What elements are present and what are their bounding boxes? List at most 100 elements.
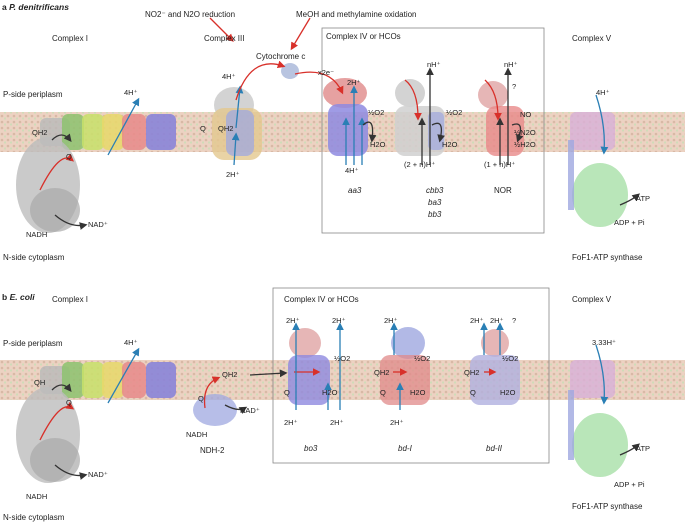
nor-name: NOR bbox=[494, 186, 512, 195]
cv-a-atp: ATP bbox=[636, 194, 651, 203]
nor-h2o: ½H2O bbox=[514, 140, 536, 149]
ci-b-nadh: NADH bbox=[26, 492, 48, 501]
cbb3-h2o: H2O bbox=[442, 140, 458, 149]
p-side-b-label: P-side periplasm bbox=[3, 339, 63, 348]
meoh-oxidation-note: MeOH and methylamine oxidation bbox=[296, 10, 417, 19]
n-side-a-label: N-side cytoplasm bbox=[3, 253, 65, 262]
complex-iv-b-label: Complex IV or HCOs bbox=[284, 295, 359, 304]
bdii-o2: ½O2 bbox=[502, 354, 519, 363]
bdi-h2o: H2O bbox=[410, 388, 426, 397]
bdii-qh2: QH2 bbox=[464, 368, 480, 377]
n-side-b-label: N-side cytoplasm bbox=[3, 513, 65, 522]
ndh-qh2: QH2 bbox=[222, 370, 238, 379]
cbb3-name: cbb3 bbox=[426, 186, 444, 195]
bdi-name: bd-I bbox=[398, 444, 412, 453]
aa3-name: aa3 bbox=[348, 186, 362, 195]
bdii-name: bd-II bbox=[486, 444, 503, 453]
ci-b-q: Q bbox=[66, 398, 72, 407]
bo3-q: Q bbox=[284, 388, 290, 397]
aa3-h2o: H2O bbox=[370, 140, 386, 149]
bdi-2h-bot: 2H⁺ bbox=[390, 418, 404, 427]
complex-iv-a-label: Complex IV or HCOs bbox=[326, 32, 401, 41]
bo3-2h-a: 2H⁺ bbox=[286, 316, 300, 325]
ndh-q: Q bbox=[198, 394, 204, 403]
panel-b-letter: b bbox=[2, 292, 8, 302]
bdii-question: ? bbox=[512, 316, 517, 325]
bdii-2h-a: 2H⁺ bbox=[470, 316, 484, 325]
cbb3-nh: nH⁺ bbox=[427, 60, 441, 69]
cv-a-adp: ADP + Pi bbox=[614, 218, 645, 227]
aa3-2h: 2H⁺ bbox=[347, 78, 361, 87]
bo3-h2o: H2O bbox=[322, 388, 338, 397]
complex-v-b-label: Complex V bbox=[572, 295, 612, 304]
complex-i-b-protein bbox=[16, 362, 176, 483]
ci-b-4h: 4H⁺ bbox=[124, 338, 138, 347]
p-side-a-label: P-side periplasm bbox=[3, 90, 63, 99]
bd-ii-protein bbox=[470, 329, 520, 405]
ciii-a-2h: 2H⁺ bbox=[226, 170, 240, 179]
cbb3-protein bbox=[395, 79, 445, 156]
ciii-a-qh2: QH2 bbox=[218, 124, 234, 133]
cbb3-n: (2 + n)H⁺ bbox=[404, 160, 436, 169]
bb3-name: bb3 bbox=[428, 210, 442, 219]
nor-n: (1 + n)H⁺ bbox=[484, 160, 516, 169]
ndh-nad: NAD⁺ bbox=[240, 406, 260, 415]
ci-b-nad: NAD⁺ bbox=[88, 470, 108, 479]
complex-v-a-label: Complex V bbox=[572, 34, 612, 43]
complex-iii-a-protein bbox=[212, 87, 262, 160]
nitrite-reduction-note: NO2⁻ and N2O reduction bbox=[145, 10, 236, 19]
ndh-name: NDH-2 bbox=[200, 446, 225, 455]
cv-b-atp: ATP bbox=[636, 444, 651, 453]
cbb3-o2: ½O2 bbox=[446, 108, 463, 117]
bdii-q: Q bbox=[470, 388, 476, 397]
ndh-nadh: NADH bbox=[186, 430, 208, 439]
ci-a-qh2: QH2 bbox=[32, 128, 48, 137]
bdi-o2: ½O2 bbox=[414, 354, 431, 363]
panel-a-letter: a bbox=[2, 2, 7, 12]
aa3-4h: 4H⁺ bbox=[345, 166, 359, 175]
ci-a-nad: NAD⁺ bbox=[88, 220, 108, 229]
bdii-2h-b: 2H⁺ bbox=[490, 316, 504, 325]
cv-b-name: FoF1-ATP synthase bbox=[572, 502, 643, 511]
cytochrome-c-a-protein bbox=[281, 63, 299, 79]
bo3-protein bbox=[288, 328, 330, 405]
complex-iv-box-b bbox=[272, 287, 550, 464]
cv-a-4h: 4H⁺ bbox=[596, 88, 610, 97]
complex-iii-a-label: Complex III bbox=[204, 34, 245, 43]
nor-question: ? bbox=[512, 82, 517, 91]
cv-b-h: 3.33H⁺ bbox=[592, 338, 616, 347]
ci-a-nadh: NADH bbox=[26, 230, 48, 239]
aa3-protein bbox=[323, 78, 368, 156]
nor-no: NO bbox=[520, 110, 532, 119]
cv-b-adp: ADP + Pi bbox=[614, 480, 645, 489]
bd-i-protein bbox=[380, 327, 430, 405]
ci-b-qh: QH bbox=[34, 378, 46, 387]
bdi-2h-top: 2H⁺ bbox=[384, 316, 398, 325]
ba3-name: ba3 bbox=[428, 198, 442, 207]
bo3-2h-c: 2H⁺ bbox=[284, 418, 298, 427]
bo3-2h-d: 2H⁺ bbox=[330, 418, 344, 427]
bo3-name: bo3 bbox=[304, 444, 318, 453]
x2e-label: x2e⁻ bbox=[318, 68, 335, 77]
aa3-o2: ½O2 bbox=[368, 108, 385, 117]
bo3-o2: ½O2 bbox=[334, 354, 351, 363]
complex-i-a-protein bbox=[16, 114, 176, 233]
panel-b-organism: E. coli bbox=[9, 292, 35, 302]
ciii-a-4h: 4H⁺ bbox=[222, 72, 236, 81]
nor-n2o: ½N2O bbox=[514, 128, 536, 137]
ci-a-4h: 4H⁺ bbox=[124, 88, 138, 97]
ciii-a-q: Q bbox=[200, 124, 206, 133]
cv-a-name: FoF1-ATP synthase bbox=[572, 253, 643, 262]
panel-a-title: a P. denitrificans bbox=[2, 2, 69, 12]
arrows-a bbox=[39, 17, 640, 230]
complex-i-b-label: Complex I bbox=[52, 295, 89, 304]
cytochrome-c-label: Cytochrome c bbox=[256, 52, 306, 61]
bdi-q: Q bbox=[380, 388, 386, 397]
atp-synthase-a-protein bbox=[568, 112, 628, 227]
bo3-2h-b: 2H⁺ bbox=[332, 316, 346, 325]
bdi-qh2: QH2 bbox=[374, 368, 390, 377]
panel-b-title: b E. coli bbox=[2, 292, 35, 302]
ci-a-q: Q bbox=[66, 152, 72, 161]
